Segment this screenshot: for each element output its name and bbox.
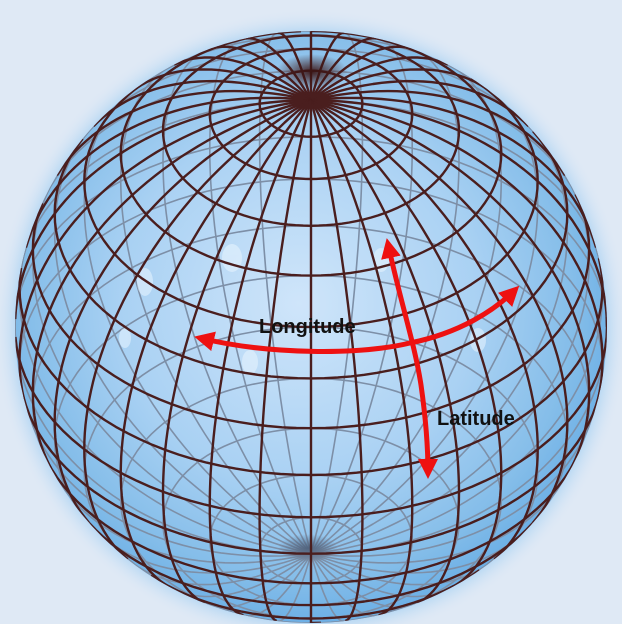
meridian-line <box>162 48 312 555</box>
longitude-label: Longitude <box>259 316 356 338</box>
parallel-line <box>53 138 312 380</box>
meridian-line <box>310 96 598 248</box>
parallel-line <box>15 135 607 338</box>
parallel-line <box>119 31 312 277</box>
parallel-line <box>18 267 312 477</box>
meridian-line <box>52 471 312 564</box>
meridian-line <box>92 79 312 128</box>
meridian-line <box>83 99 312 561</box>
south-pole-marker <box>278 534 338 562</box>
parallel-line <box>31 202 312 430</box>
meridian-line <box>127 552 312 586</box>
meridian-line <box>131 68 312 102</box>
meridian-line <box>55 89 312 176</box>
meridian-line <box>310 99 607 328</box>
meridian-line <box>310 99 591 473</box>
parallel-line <box>161 34 461 227</box>
meridian-line <box>24 96 312 248</box>
meridian-line <box>310 552 495 586</box>
meridian-line <box>310 79 530 128</box>
parallel-line <box>310 514 541 607</box>
parallel-line <box>150 574 312 620</box>
meridian-line <box>310 48 460 555</box>
parallel-line <box>88 521 312 607</box>
meridian-line <box>258 99 313 622</box>
meridian-line <box>310 471 570 564</box>
meridian-line <box>83 90 312 555</box>
meridian-line <box>309 99 364 622</box>
parallel-line <box>310 450 581 585</box>
parallel-line <box>310 569 481 620</box>
latitude-arrow <box>381 238 438 479</box>
meridian-line <box>31 99 312 473</box>
parallel-line <box>21 395 312 555</box>
meridian-line <box>208 99 313 617</box>
meridian-line <box>310 99 461 605</box>
meridian-line <box>310 89 567 176</box>
parallel-line <box>310 316 607 519</box>
parallel-line <box>310 385 603 555</box>
latitude-label: Latitude <box>437 408 515 430</box>
meridian-line <box>161 99 312 605</box>
front-grid <box>15 31 607 623</box>
parallel-line <box>15 336 312 519</box>
parallel-line <box>208 47 414 181</box>
meridian-line <box>310 68 491 102</box>
parallel-line <box>45 459 312 585</box>
north-pole-marker <box>276 54 348 90</box>
meridian-line <box>15 99 312 320</box>
